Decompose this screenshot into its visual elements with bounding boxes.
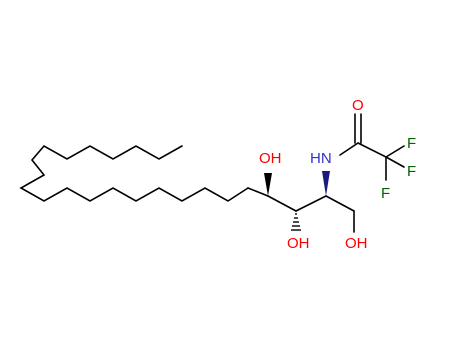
label-f2: F <box>407 163 416 180</box>
bond-c2-c1 <box>325 195 355 212</box>
hash-c3-oh <box>291 213 301 231</box>
label-f3: F <box>381 185 390 202</box>
label-oh-c3: OH <box>287 235 310 252</box>
bond-cf3-f1 <box>385 145 405 158</box>
label-f1: F <box>407 135 416 152</box>
label-oh-c4: OH <box>259 150 282 167</box>
bond-c3-c2 <box>295 195 327 212</box>
alkyl-chain <box>19 144 249 202</box>
wedge-c2-n <box>322 171 330 196</box>
bond-carbonyl-cf3 <box>357 142 387 158</box>
bond-n-carbonyl <box>339 142 359 156</box>
bond-cf3-f2 <box>385 156 405 168</box>
bond-c4-c3 <box>267 195 297 212</box>
label-oh-c1: OH <box>345 235 368 252</box>
label-carbonyl-o: O <box>352 97 364 114</box>
label-amide-n: HN <box>310 150 332 167</box>
wedge-c4-oh <box>264 173 272 196</box>
bond-c5-c4 <box>247 187 269 197</box>
